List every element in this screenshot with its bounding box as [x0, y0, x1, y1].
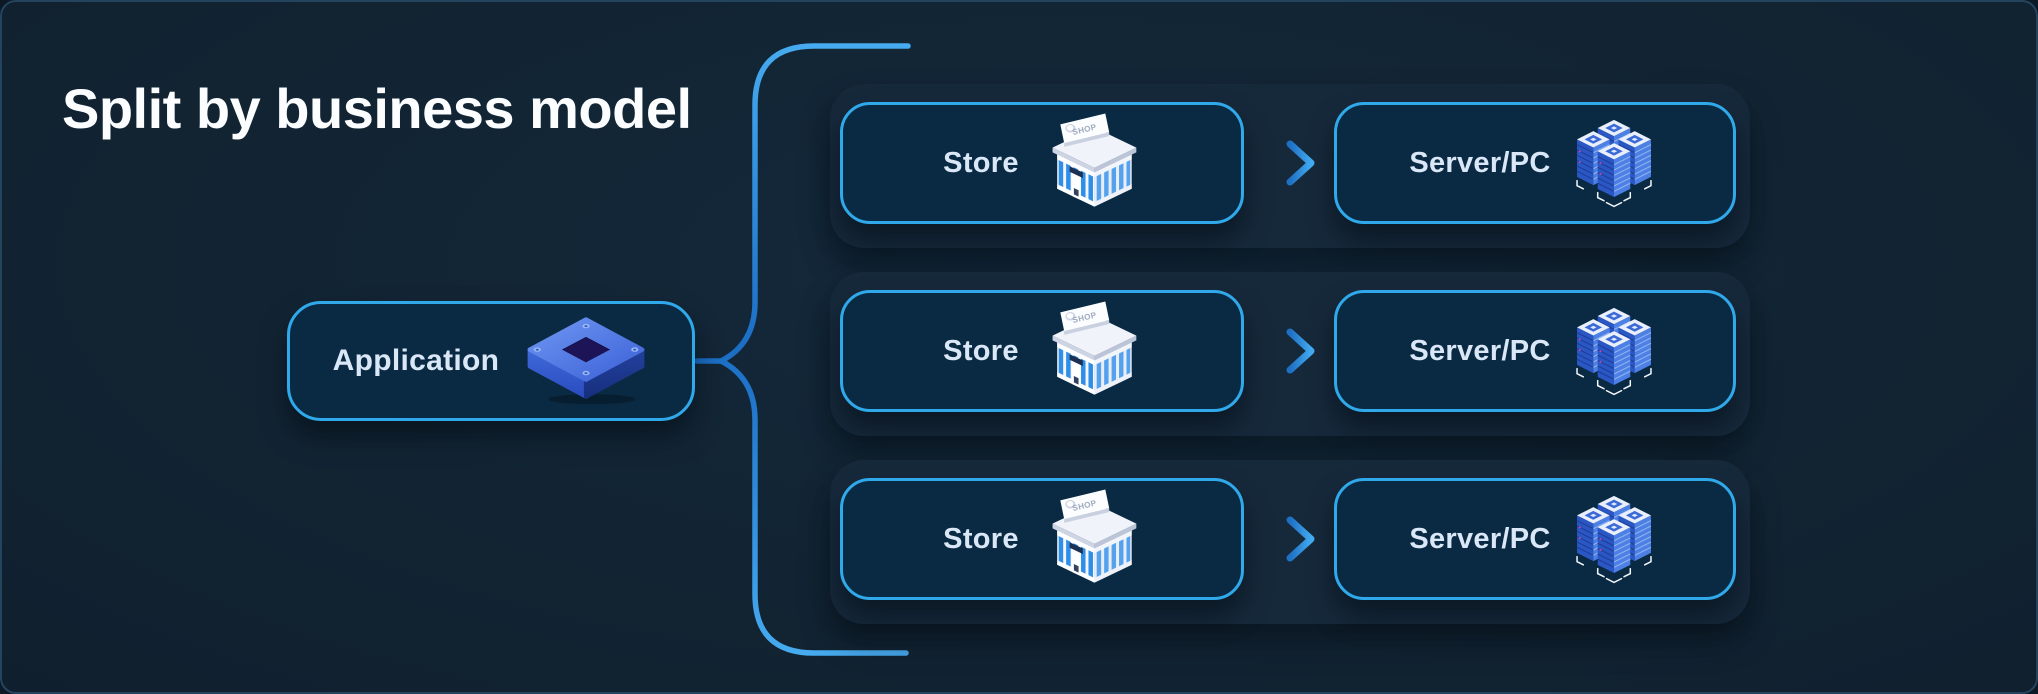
store-node: Store SHOP [840, 102, 1244, 224]
server-stack-icon [1575, 495, 1652, 584]
store-building-icon: SHOP [1052, 301, 1137, 395]
flow-arrow-icon [1241, 328, 1315, 374]
store-label: Store [943, 146, 1019, 179]
flow-arrow-icon [1241, 516, 1315, 562]
server-stack-icon [1575, 307, 1652, 396]
server-node: Server/PC [1334, 290, 1736, 412]
store-building-icon: SHOP [1052, 113, 1137, 207]
row-card: Store SHOP Server/PC [830, 272, 1750, 436]
page-title: Split by business model [62, 77, 692, 140]
store-label: Store [943, 522, 1019, 555]
store-node: Store SHOP [840, 478, 1244, 600]
server-label: Server/PC [1409, 522, 1551, 555]
store-building-icon: SHOP [1052, 489, 1137, 583]
server-node: Server/PC [1334, 102, 1736, 224]
application-chip-icon [527, 317, 645, 405]
application-node: Application [287, 301, 695, 421]
application-label: Application [332, 344, 500, 377]
server-node: Server/PC [1334, 478, 1736, 600]
server-label: Server/PC [1409, 146, 1551, 179]
server-label: Server/PC [1409, 334, 1551, 367]
store-node: Store SHOP [840, 290, 1244, 412]
server-stack-icon [1575, 119, 1652, 208]
store-label: Store [943, 334, 1019, 367]
flow-arrow-icon [1241, 140, 1315, 186]
